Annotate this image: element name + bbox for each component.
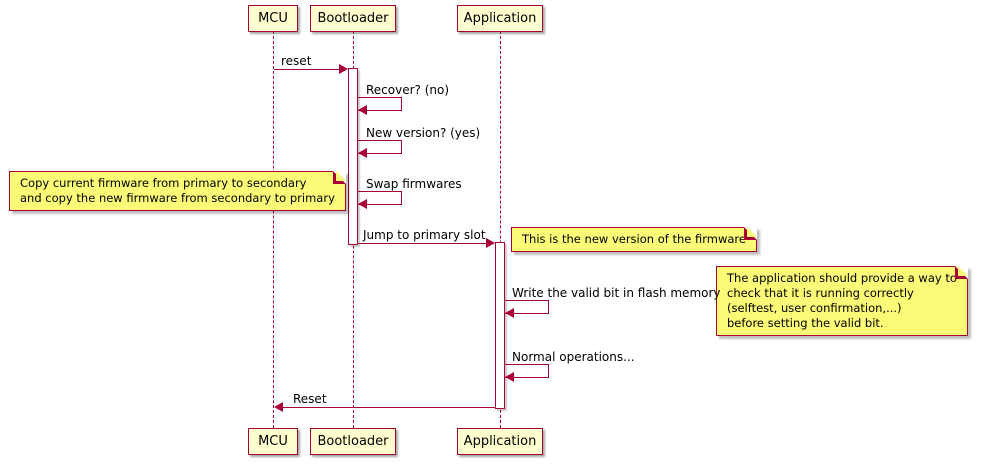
message-label-reset-back: Reset bbox=[293, 392, 327, 406]
self-arrow-valid-bit-head bbox=[505, 308, 514, 318]
arrow-reset-back-line bbox=[281, 407, 495, 408]
message-label-jump-primary: Jump to primary slot bbox=[363, 228, 486, 242]
note-swap-firmwares: Copy current firmware from primary to se… bbox=[9, 171, 346, 211]
participant-bootloader-top: Bootloader bbox=[310, 5, 396, 32]
self-arrow-normal-ops-head bbox=[505, 372, 514, 382]
self-arrow-swap-loop bbox=[358, 191, 402, 205]
self-arrow-new-version-head bbox=[358, 148, 367, 158]
message-label-reset: reset bbox=[281, 54, 312, 68]
note-new-firmware-version: This is the new version of the firmware bbox=[511, 227, 757, 252]
activation-bar-application bbox=[495, 242, 505, 409]
self-arrow-new-version-loop bbox=[358, 140, 402, 154]
self-arrow-swap-head bbox=[358, 199, 367, 209]
arrow-reset-back-head bbox=[274, 402, 283, 412]
arrow-reset-line bbox=[274, 69, 340, 70]
message-label-write-valid-bit: Write the valid bit in flash memory bbox=[512, 286, 721, 300]
message-label-swap-firmwares: Swap firmwares bbox=[366, 177, 462, 191]
lifeline-application bbox=[500, 31, 501, 428]
self-arrow-recover-head bbox=[358, 105, 367, 115]
participant-bootloader-bottom: Bootloader bbox=[310, 428, 396, 455]
activation-bar-bootloader bbox=[348, 68, 358, 245]
self-arrow-valid-bit-loop bbox=[505, 300, 549, 314]
arrow-reset-head bbox=[339, 64, 348, 74]
participant-mcu-bottom: MCU bbox=[248, 428, 298, 455]
participant-mcu-top: MCU bbox=[248, 5, 298, 32]
self-arrow-recover-loop bbox=[358, 97, 402, 111]
arrow-jump-line bbox=[358, 243, 487, 244]
message-label-recover: Recover? (no) bbox=[366, 83, 450, 97]
arrow-jump-head bbox=[486, 238, 495, 248]
message-label-normal-operations: Normal operations... bbox=[512, 350, 635, 364]
participant-application-bottom: Application bbox=[457, 428, 543, 455]
message-label-new-version: New version? (yes) bbox=[366, 126, 481, 140]
note-valid-bit: The application should provide a way to … bbox=[716, 266, 968, 336]
lifeline-mcu bbox=[273, 31, 274, 428]
self-arrow-normal-ops-loop bbox=[505, 364, 549, 378]
participant-application-top: Application bbox=[457, 5, 543, 32]
